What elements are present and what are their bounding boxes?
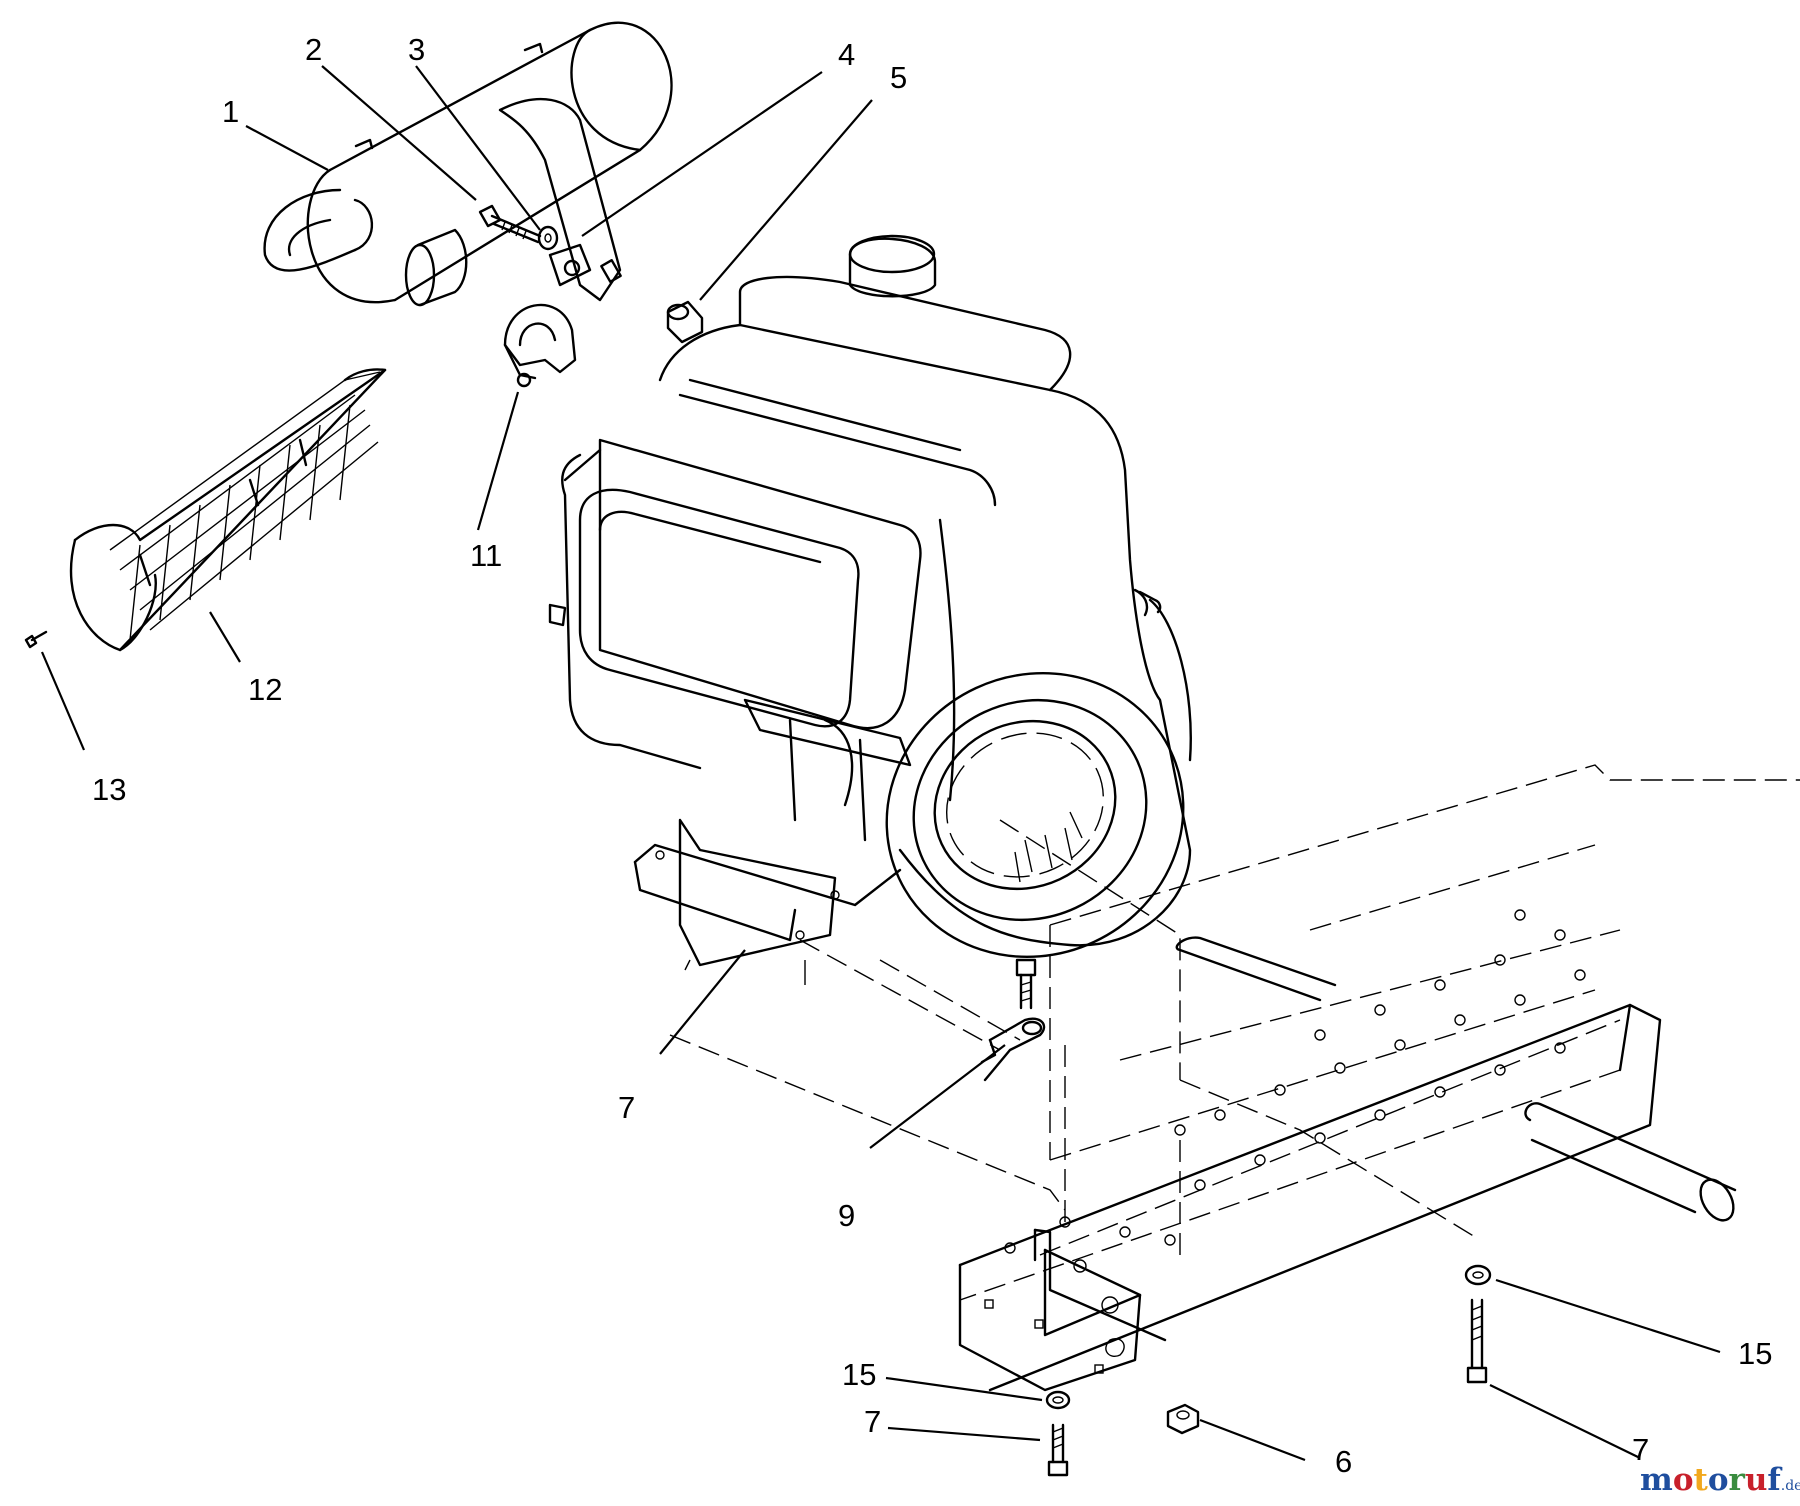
callout-15-right: 15 — [1738, 1336, 1772, 1371]
callout-4: 4 — [838, 37, 855, 72]
exhaust-clamp-11 — [503, 303, 577, 388]
frame-holes — [1004, 909, 1586, 1254]
callout-11: 11 — [470, 538, 502, 573]
motoruf-watermark: motoruf.de — [1640, 1462, 1800, 1498]
wm-letter-o2: o — [1708, 1462, 1729, 1498]
spacer-5 — [666, 300, 704, 344]
callout-13: 13 — [92, 772, 126, 807]
callout-7-right: 7 — [1632, 1432, 1649, 1467]
svg-text:motoruf.de: motoruf.de — [1640, 1462, 1800, 1498]
washer-3 — [537, 225, 559, 251]
spark-arrester-screen — [69, 368, 387, 652]
callout-15-left: 15 — [842, 1357, 876, 1392]
callout-7-left: 7 — [864, 1404, 881, 1439]
wm-letter-t: t — [1694, 1462, 1709, 1498]
callout-2: 2 — [305, 32, 322, 67]
mounting-strap — [498, 97, 622, 302]
bolt-and-clip-9 — [980, 958, 1046, 1082]
engine — [548, 234, 1192, 985]
wm-suffix: .de — [1781, 1478, 1800, 1494]
callout-12: 12 — [248, 672, 282, 707]
callout-3: 3 — [408, 32, 425, 67]
leader-lines — [40, 65, 1721, 1462]
callout-6: 6 — [1335, 1444, 1352, 1479]
muffler — [263, 21, 673, 307]
wm-letter-o1: o — [1673, 1462, 1694, 1498]
bolt-2 — [478, 204, 542, 244]
nut-6 — [1166, 1403, 1200, 1435]
wm-letter-u: u — [1745, 1462, 1768, 1498]
callouts: 1 2 3 4 5 11 12 13 7 9 15 15 7 6 7 — [92, 32, 1772, 1479]
wm-letter-m: m — [1640, 1462, 1673, 1498]
callout-5: 5 — [890, 60, 907, 95]
bolt-7-right — [1466, 1298, 1488, 1384]
lock-washer-15-left — [1045, 1390, 1071, 1410]
wm-letter-f: f — [1767, 1462, 1782, 1498]
wm-letter-r: r — [1729, 1462, 1746, 1498]
callout-7-engine: 7 — [618, 1090, 635, 1125]
screw-13 — [24, 630, 48, 649]
callout-1: 1 — [222, 94, 239, 129]
bolt-7-left — [1047, 1423, 1069, 1477]
callout-9: 9 — [838, 1198, 855, 1233]
frame — [669, 764, 1800, 1392]
lock-washer-15-right — [1464, 1264, 1492, 1286]
